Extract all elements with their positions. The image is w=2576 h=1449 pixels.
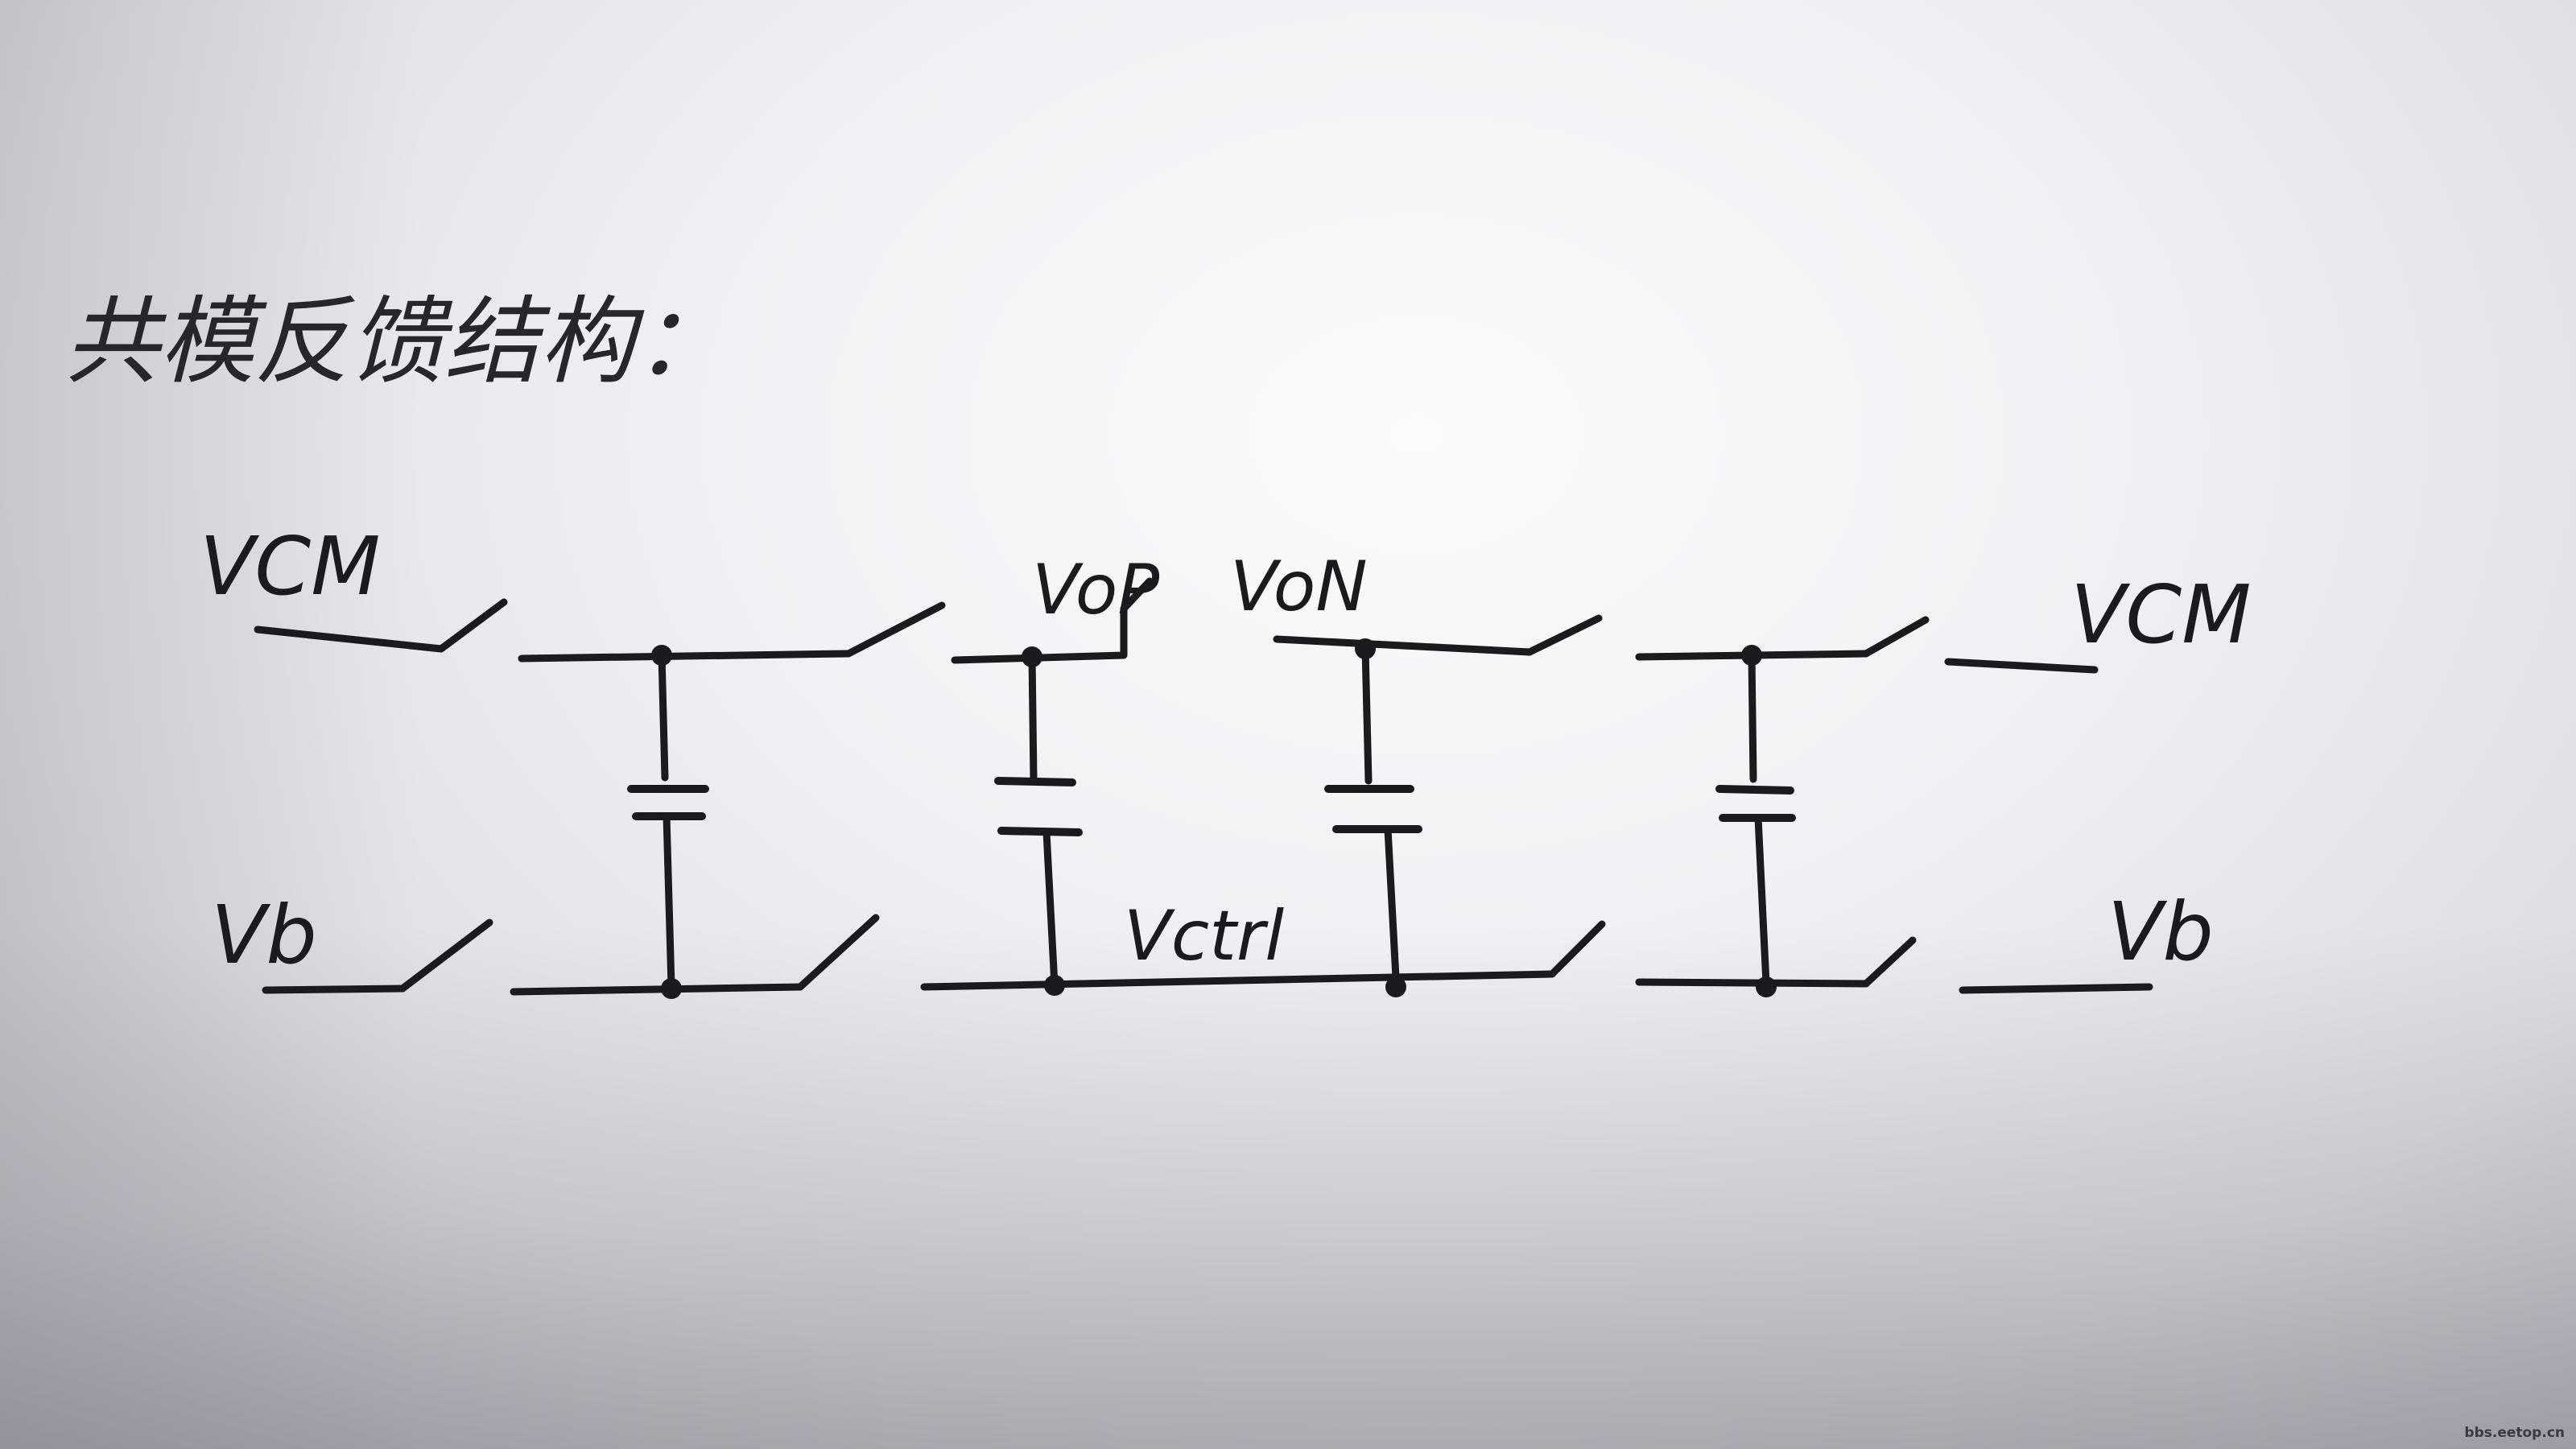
capacitor-1 — [627, 651, 709, 991]
switch-top-3 — [1862, 616, 1930, 658]
switch-bottom-2 — [1548, 920, 1606, 978]
capacitor-3 — [1324, 645, 1422, 981]
vcm-right-wire — [1944, 658, 2099, 674]
top-wire-seg-1 — [518, 650, 852, 663]
switch-vcm-left — [437, 598, 508, 653]
label-vcm-left: VCM — [200, 519, 381, 613]
label-vb-right: Vb — [2107, 885, 2214, 979]
vb-right-wire — [1959, 983, 2153, 994]
switch-vb-left — [398, 919, 493, 993]
vctrl-wire — [920, 970, 1556, 991]
node-top-4 — [1741, 645, 1762, 666]
node-top-1 — [651, 645, 672, 666]
bottom-wire-seg-4 — [1635, 978, 1870, 988]
bottom-rail — [262, 914, 2153, 996]
node-top-2 — [1022, 646, 1042, 667]
label-vop: VoP — [1032, 550, 1159, 630]
top-rail — [254, 577, 2099, 674]
node-bottom-4 — [1756, 976, 1777, 997]
node-bottom-2 — [1044, 975, 1065, 996]
watermark: bbs.eetop.cn — [2464, 1425, 2565, 1441]
switch-top-1 — [844, 601, 946, 658]
vcm-left-wire — [254, 625, 445, 653]
switch-bottom-3 — [1862, 936, 1917, 988]
von-wire — [1273, 635, 1534, 656]
diagram-title: 共模反馈结构： — [64, 286, 729, 397]
node-bottom-3 — [1385, 976, 1406, 997]
label-vb-left: Vb — [211, 888, 317, 982]
vb-left-wire — [262, 985, 407, 994]
label-von: VoN — [1230, 547, 1368, 627]
switch-top-2 — [1525, 614, 1603, 656]
capacitor-4 — [1715, 651, 1796, 988]
label-vctrl: Vctrl — [1124, 896, 1284, 976]
capacitor-2 — [994, 651, 1083, 989]
switch-bottom-1 — [796, 914, 880, 991]
bottom-wire-seg-1 — [510, 983, 804, 996]
label-vcm-right: VCM — [2070, 568, 2252, 662]
junction-nodes — [651, 638, 1777, 999]
node-bottom-1 — [661, 978, 682, 999]
node-top-3 — [1355, 638, 1376, 659]
